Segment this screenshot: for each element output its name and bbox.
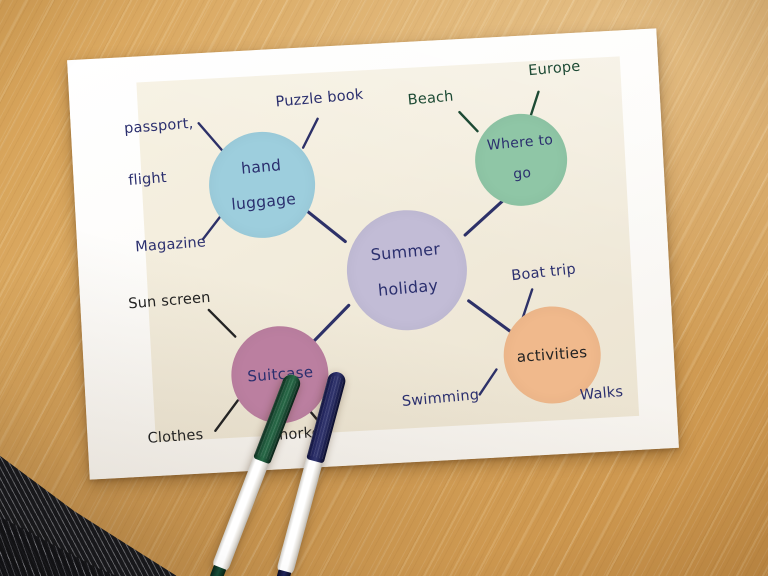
node-where-to-go-line1: Where to <box>486 132 554 155</box>
label-flight: flight <box>127 169 168 189</box>
link-hand-luggage-passport <box>197 122 226 155</box>
link-activities-boat-trip <box>521 288 534 320</box>
link-where-beach <box>458 110 479 133</box>
link-activities-swimming <box>478 368 498 396</box>
node-where-to-go-line2: go <box>512 165 532 184</box>
node-hand-luggage-line1: hand <box>239 156 282 178</box>
node-activities-label: activities <box>516 343 589 367</box>
paper-sheet[interactable]: Summer holiday hand luggage Where to go <box>67 28 679 480</box>
link-suitcase-sun-screen <box>207 308 237 338</box>
node-center-line2: holiday <box>377 275 440 300</box>
node-hand-luggage-line2: luggage <box>230 189 297 214</box>
link-hand-luggage-puzzle-book <box>301 117 319 149</box>
label-passport-flight: passport, flight <box>121 81 201 225</box>
label-passport: passport, <box>123 115 194 137</box>
link-suitcase-clothes <box>214 399 239 432</box>
node-center-line1: Summer <box>370 239 442 265</box>
node-suitcase-label: Suitcase <box>246 362 314 386</box>
link-where-europe <box>528 90 540 120</box>
mind-map: Summer holiday hand luggage Where to go <box>67 28 679 479</box>
